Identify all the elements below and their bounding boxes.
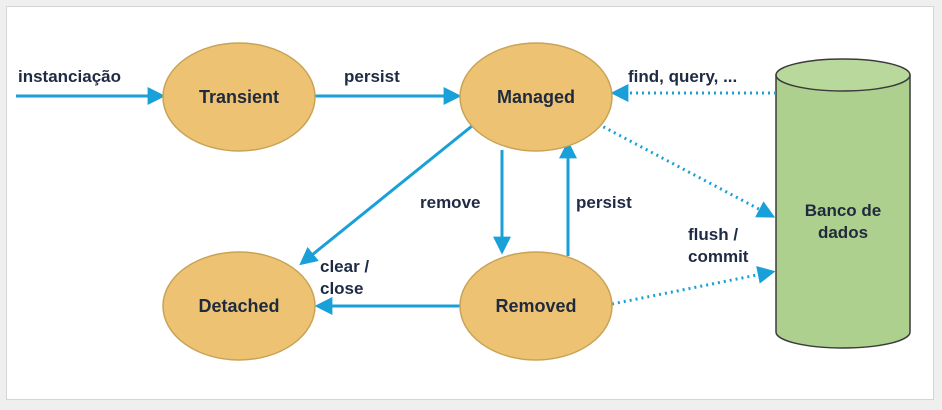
label-commit: commit	[688, 247, 749, 266]
label-flush: flush /	[688, 225, 738, 244]
label-close: close	[320, 279, 363, 298]
label-find-query: find, query, ...	[628, 67, 737, 86]
state-detached-label: Detached	[198, 296, 279, 316]
database-cylinder: Banco de dados	[775, 58, 911, 349]
arrow-managed-detached	[299, 124, 473, 266]
database-label-line2: dados	[818, 223, 868, 242]
label-remove: remove	[420, 193, 480, 212]
database-label-line1: Banco de	[805, 201, 882, 220]
label-clear: clear /	[320, 257, 369, 276]
state-detached: Detached	[162, 251, 316, 361]
label-persist-back: persist	[576, 193, 632, 212]
state-managed: Managed	[459, 42, 613, 152]
arrow-removed-database	[611, 265, 776, 306]
state-removed-label: Removed	[495, 296, 576, 316]
state-transient: Transient	[162, 42, 316, 152]
label-persist-top: persist	[344, 67, 400, 86]
state-removed: Removed	[459, 251, 613, 361]
state-managed-label: Managed	[497, 87, 575, 107]
state-transient-label: Transient	[199, 87, 279, 107]
label-instanciacao: instanciação	[18, 67, 121, 86]
